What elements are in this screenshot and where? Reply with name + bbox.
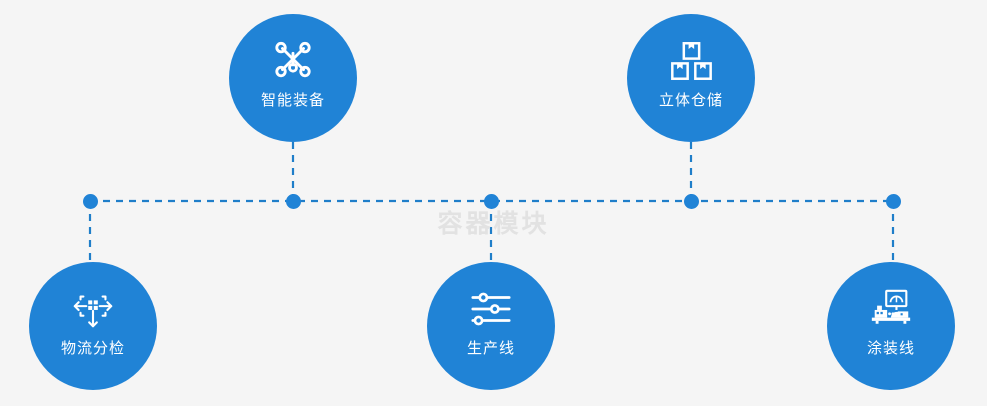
node-label-painting-line: 涂装线 <box>866 340 915 357</box>
junction-dot-1 <box>82 193 98 209</box>
junction-dot-5 <box>885 193 901 209</box>
network-nodes-icon <box>270 38 316 84</box>
sorting-arrows-icon <box>70 286 116 332</box>
junction-dot-4 <box>683 193 699 209</box>
junction-dot-2 <box>285 193 301 209</box>
stacked-boxes-icon <box>668 38 714 84</box>
node-label-stereoscopic-warehouse: 立体仓储 <box>658 92 723 109</box>
node-label-smart-equipment: 智能装备 <box>260 92 325 109</box>
junction-dot-3 <box>483 193 499 209</box>
node-label-production-line: 生产线 <box>466 340 515 357</box>
sliders-icon <box>468 286 514 332</box>
paint-booth-icon <box>868 286 914 332</box>
node-painting-line[interactable]: 涂装线 <box>827 262 955 390</box>
watermark-text: 容器模块 <box>437 210 550 238</box>
node-logistics-sorting[interactable]: 物流分检 <box>29 262 157 390</box>
node-stereoscopic-warehouse[interactable]: 立体仓储 <box>627 14 755 142</box>
node-label-logistics-sorting: 物流分检 <box>60 340 125 357</box>
node-smart-equipment[interactable]: 智能装备 <box>229 14 357 142</box>
node-production-line[interactable]: 生产线 <box>427 262 555 390</box>
